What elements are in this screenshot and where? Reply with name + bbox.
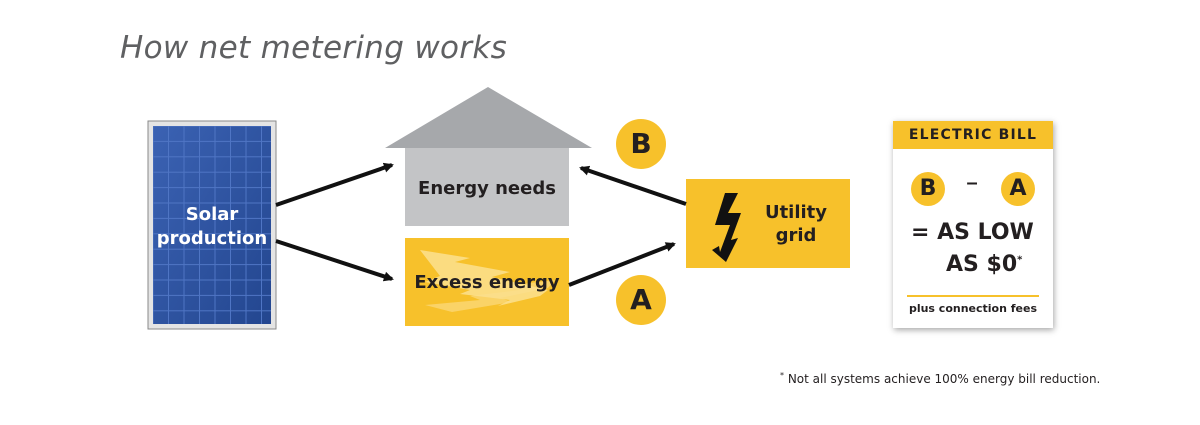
marker-a-label: A bbox=[630, 283, 652, 316]
footnote: * Not all systems achieve 100% energy bi… bbox=[780, 371, 1101, 386]
footnote-asterisk: * bbox=[780, 371, 784, 380]
solar-production-label: Solar production bbox=[156, 204, 268, 249]
electric-bill-card: ELECTRIC BILL B – A = AS LOW AS $0* plus… bbox=[893, 121, 1053, 328]
energy-needs-box bbox=[405, 148, 569, 226]
solar-panel bbox=[147, 120, 277, 330]
page-title: How net metering works bbox=[120, 30, 508, 66]
bill-fees-note: plus connection fees bbox=[908, 302, 1038, 315]
bill-b-circle: B bbox=[911, 172, 945, 206]
marker-b-circle bbox=[616, 119, 666, 169]
utility-grid-label: Utility grid bbox=[764, 202, 828, 246]
bill-result-line2: AS $0* bbox=[946, 252, 1023, 277]
bill-result-asterisk: * bbox=[1017, 254, 1023, 266]
bill-divider bbox=[907, 295, 1039, 297]
excess-energy-label: Excess energy bbox=[414, 272, 560, 293]
arrow-solar-to-needs bbox=[275, 162, 394, 207]
house bbox=[385, 87, 592, 226]
marker-a-circle bbox=[616, 275, 666, 325]
arrow-solar-to-excess bbox=[275, 239, 394, 282]
electric-bill-header: ELECTRIC BILL bbox=[893, 121, 1053, 149]
excess-energy-box bbox=[405, 238, 569, 326]
house-roof bbox=[385, 87, 592, 148]
bill-minus-sign: – bbox=[966, 172, 978, 194]
arrow-grid-to-needs bbox=[579, 165, 687, 206]
arrow-excess-to-grid bbox=[568, 242, 676, 287]
bill-a-circle: A bbox=[1001, 172, 1035, 206]
marker-b-label: B bbox=[630, 127, 652, 160]
utility-grid-box bbox=[686, 179, 850, 268]
bill-result-line1: = AS LOW bbox=[911, 220, 1034, 245]
energy-needs-label: Energy needs bbox=[418, 178, 556, 199]
lightning-bolt-icon bbox=[712, 193, 741, 262]
